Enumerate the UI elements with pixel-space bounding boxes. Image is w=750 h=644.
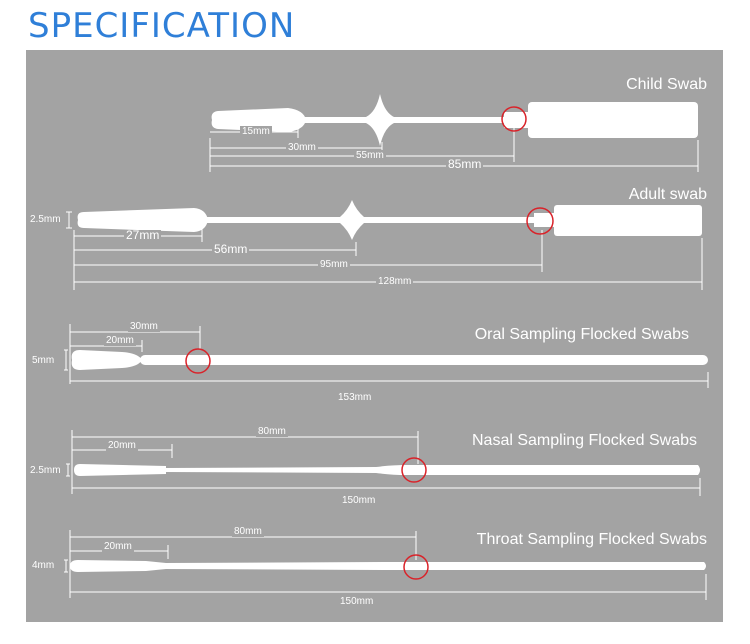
throat-dim-150mm: 150mm bbox=[338, 596, 376, 607]
oral-dim-20mm: 20mm bbox=[104, 335, 136, 346]
child-dim-15mm: 15mm bbox=[240, 126, 272, 137]
adult-dim-95mm: 95mm bbox=[318, 259, 350, 270]
throat-dim-4mm: 4mm bbox=[30, 560, 57, 571]
nasal-dim-150mm: 150mm bbox=[340, 495, 378, 506]
nasal-swab-label: Nasal Sampling Flocked Swabs bbox=[472, 432, 697, 449]
child-swab bbox=[211, 94, 698, 146]
nasal-dim-20mm: 20mm bbox=[106, 440, 138, 451]
nasal-flocked-swab bbox=[74, 464, 700, 476]
throat-dim-20mm: 20mm bbox=[102, 541, 134, 552]
adult-swab-label: Adult swab bbox=[628, 186, 707, 203]
child-dim-85mm: 85mm bbox=[446, 157, 484, 171]
throat-flocked-swab bbox=[70, 560, 706, 572]
oral-swab-dimension-lines bbox=[64, 324, 709, 388]
adult-dim-56mm: 56mm bbox=[212, 242, 250, 256]
child-dim-30mm: 30mm bbox=[286, 142, 318, 153]
child-swab-label: Child Swab bbox=[626, 76, 707, 93]
nasal-swab-break-point-marker bbox=[401, 457, 427, 483]
page-title: SPECIFICATION bbox=[28, 6, 296, 46]
nasal-dim-2-5mm: 2.5mm bbox=[28, 465, 63, 476]
oral-swab-label: Oral Sampling Flocked Swabs bbox=[474, 326, 689, 343]
oral-swab-break-point-marker bbox=[185, 348, 211, 374]
child-swab-break-point-marker bbox=[501, 106, 527, 132]
adult-swab-break-point-marker bbox=[526, 207, 554, 235]
specification-panel: Child Swab Adult swab Oral Sampling Floc… bbox=[26, 50, 723, 622]
oral-dim-153mm: 153mm bbox=[336, 392, 374, 403]
adult-dim-27mm: 27mm bbox=[124, 228, 162, 242]
oral-dim-5mm: 5mm bbox=[30, 355, 57, 366]
throat-swab-label: Throat Sampling Flocked Swabs bbox=[476, 531, 707, 548]
adult-dim-2-5mm: 2.5mm bbox=[28, 214, 63, 225]
throat-swab-break-point-marker bbox=[403, 554, 429, 580]
adult-swab bbox=[77, 200, 702, 240]
oral-dim-30mm: 30mm bbox=[128, 321, 160, 332]
adult-dim-128mm: 128mm bbox=[376, 276, 414, 287]
nasal-dim-80mm: 80mm bbox=[256, 426, 288, 437]
throat-dim-80mm: 80mm bbox=[232, 526, 264, 537]
child-dim-55mm: 55mm bbox=[354, 150, 386, 161]
oral-flocked-swab bbox=[71, 350, 708, 370]
